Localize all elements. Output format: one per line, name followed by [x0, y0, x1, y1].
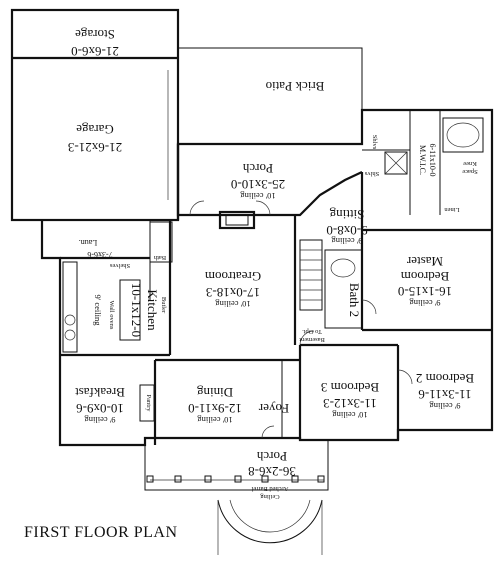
brick-patio-label: Brick Patio: [266, 79, 325, 94]
greatroom-name: Greatroom: [205, 269, 261, 284]
foyer-label: Foyer: [258, 401, 289, 416]
bedroom3-name: Bedroom 3: [321, 380, 379, 395]
kitchen-name: Kitchen: [145, 289, 160, 331]
plan-caption: FIRST FLOOR PLAN: [24, 524, 178, 541]
storage-dim: 21-6x6-0: [71, 44, 119, 59]
knee-label-2: Space: [462, 168, 478, 175]
master-name-2: Bedroom: [401, 269, 449, 284]
doors: [189, 200, 413, 439]
mwic-dim: 6-11x10-0: [428, 143, 437, 176]
interior-walls: [60, 210, 400, 445]
kitchen-dim: 10-1x12-0: [129, 283, 144, 337]
brick-patio-area: [177, 47, 363, 145]
basement-label-2: Basement: [299, 336, 325, 343]
bedroom2-dim: 11-3x11-6: [418, 387, 472, 402]
laundry-name: Laun.: [79, 238, 97, 247]
laundry-dim: 7-3x6-6: [87, 250, 112, 259]
master-name: Master: [406, 254, 443, 269]
greatroom-ceiling: 10' ceiling: [215, 299, 251, 309]
front-porch-name: Porch: [256, 449, 287, 464]
master-ceiling: 9' ceiling: [409, 298, 441, 308]
master-dim: 16-1x15-0: [398, 284, 452, 299]
arched-ceiling-label: Ceiling: [260, 493, 280, 500]
bedroom2-ceiling: 9' ceiling: [429, 401, 461, 411]
bath2-label: Bath 2: [347, 283, 362, 317]
mwic-name: M.W.I.C.: [418, 145, 427, 175]
basement-label-1: To Opt.: [302, 328, 322, 335]
pantry-label: Pantry: [145, 395, 152, 413]
dining-dim: 12-9x11-0: [188, 401, 242, 416]
butler-label: Butler: [160, 297, 167, 314]
rear-porch-name: Porch: [242, 161, 273, 176]
bedroom2-name: Bedroom 2: [416, 371, 474, 386]
shelves-label-2: Shlvs: [364, 170, 379, 177]
linen-label: Linen: [444, 206, 460, 213]
bedroom3-ceiling: 10' ceiling: [332, 410, 368, 420]
sitting-ceiling: 9' ceiling: [331, 236, 363, 246]
breakfast-dim: 10-0x9-6: [76, 401, 124, 416]
breakfast-ceiling: 9' ceiling: [84, 415, 116, 425]
house-outline: [40, 108, 494, 447]
dining-ceiling: 10' ceiling: [197, 415, 233, 425]
bath-label: Bath: [153, 254, 166, 261]
arched-barrel-label: Arched Barrel: [251, 485, 288, 492]
front-porch-dim: 36-2x6-8: [248, 464, 296, 479]
dining-name: Dining: [196, 385, 233, 400]
rear-porch-ceiling: 10' ceiling: [240, 191, 276, 201]
garage-dim: 21-6x21-3: [68, 140, 122, 155]
shelves-label-1: Shlvs: [371, 135, 378, 150]
sitting-name: Sitting: [329, 207, 364, 222]
front-porch: [144, 440, 329, 555]
storage-name: Storage: [75, 27, 115, 42]
knee-label: Knee: [463, 160, 477, 167]
greatroom-dim: 17-0x18-3: [206, 285, 260, 300]
breakfast-name: Breakfast: [75, 385, 125, 400]
rear-porch-dim: 25-3x10-0: [231, 177, 285, 192]
bedroom3-dim: 11-3x12-3: [323, 396, 377, 411]
laundry-shelves: Shelves: [109, 262, 130, 269]
sitting-dim: 9-0x8-0: [326, 223, 367, 238]
kitchen-ceiling: 9' ceiling: [93, 294, 103, 326]
garage-name: Garage: [76, 122, 114, 137]
wall-ovens-label: Wall ovens: [108, 301, 115, 330]
